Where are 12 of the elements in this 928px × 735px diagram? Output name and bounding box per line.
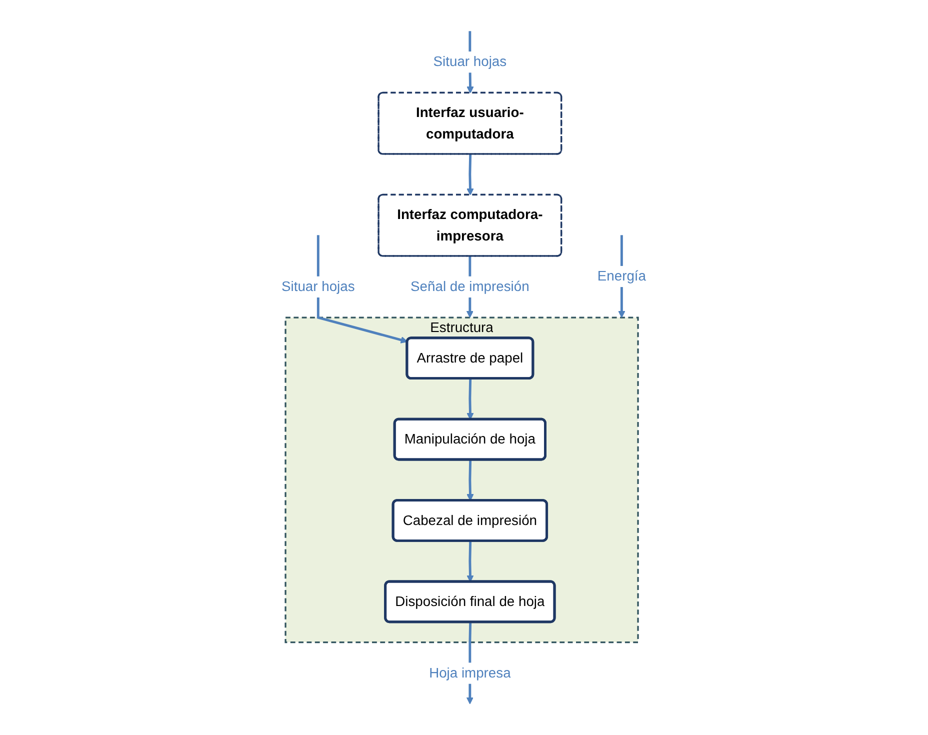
edge-label: Energía xyxy=(598,266,646,287)
process-box: Interfaz usuario-computadora xyxy=(378,92,562,155)
edge-label: Señal de impresión xyxy=(410,276,530,298)
process-box: Cabezal de impresión xyxy=(392,499,548,542)
process-box: Manipulación de hoja xyxy=(394,418,547,461)
process-box: Disposición final de hoja xyxy=(384,580,556,624)
group-title: Estructura xyxy=(430,320,494,336)
edge-label: Situar hojas xyxy=(282,276,356,298)
edge-label: Situar hojas xyxy=(434,52,507,72)
process-box: Interfaz computadora-impresora xyxy=(378,194,562,257)
process-box: Arrastre de papel xyxy=(406,336,534,380)
edge-label: Hoja impresa xyxy=(429,662,512,684)
